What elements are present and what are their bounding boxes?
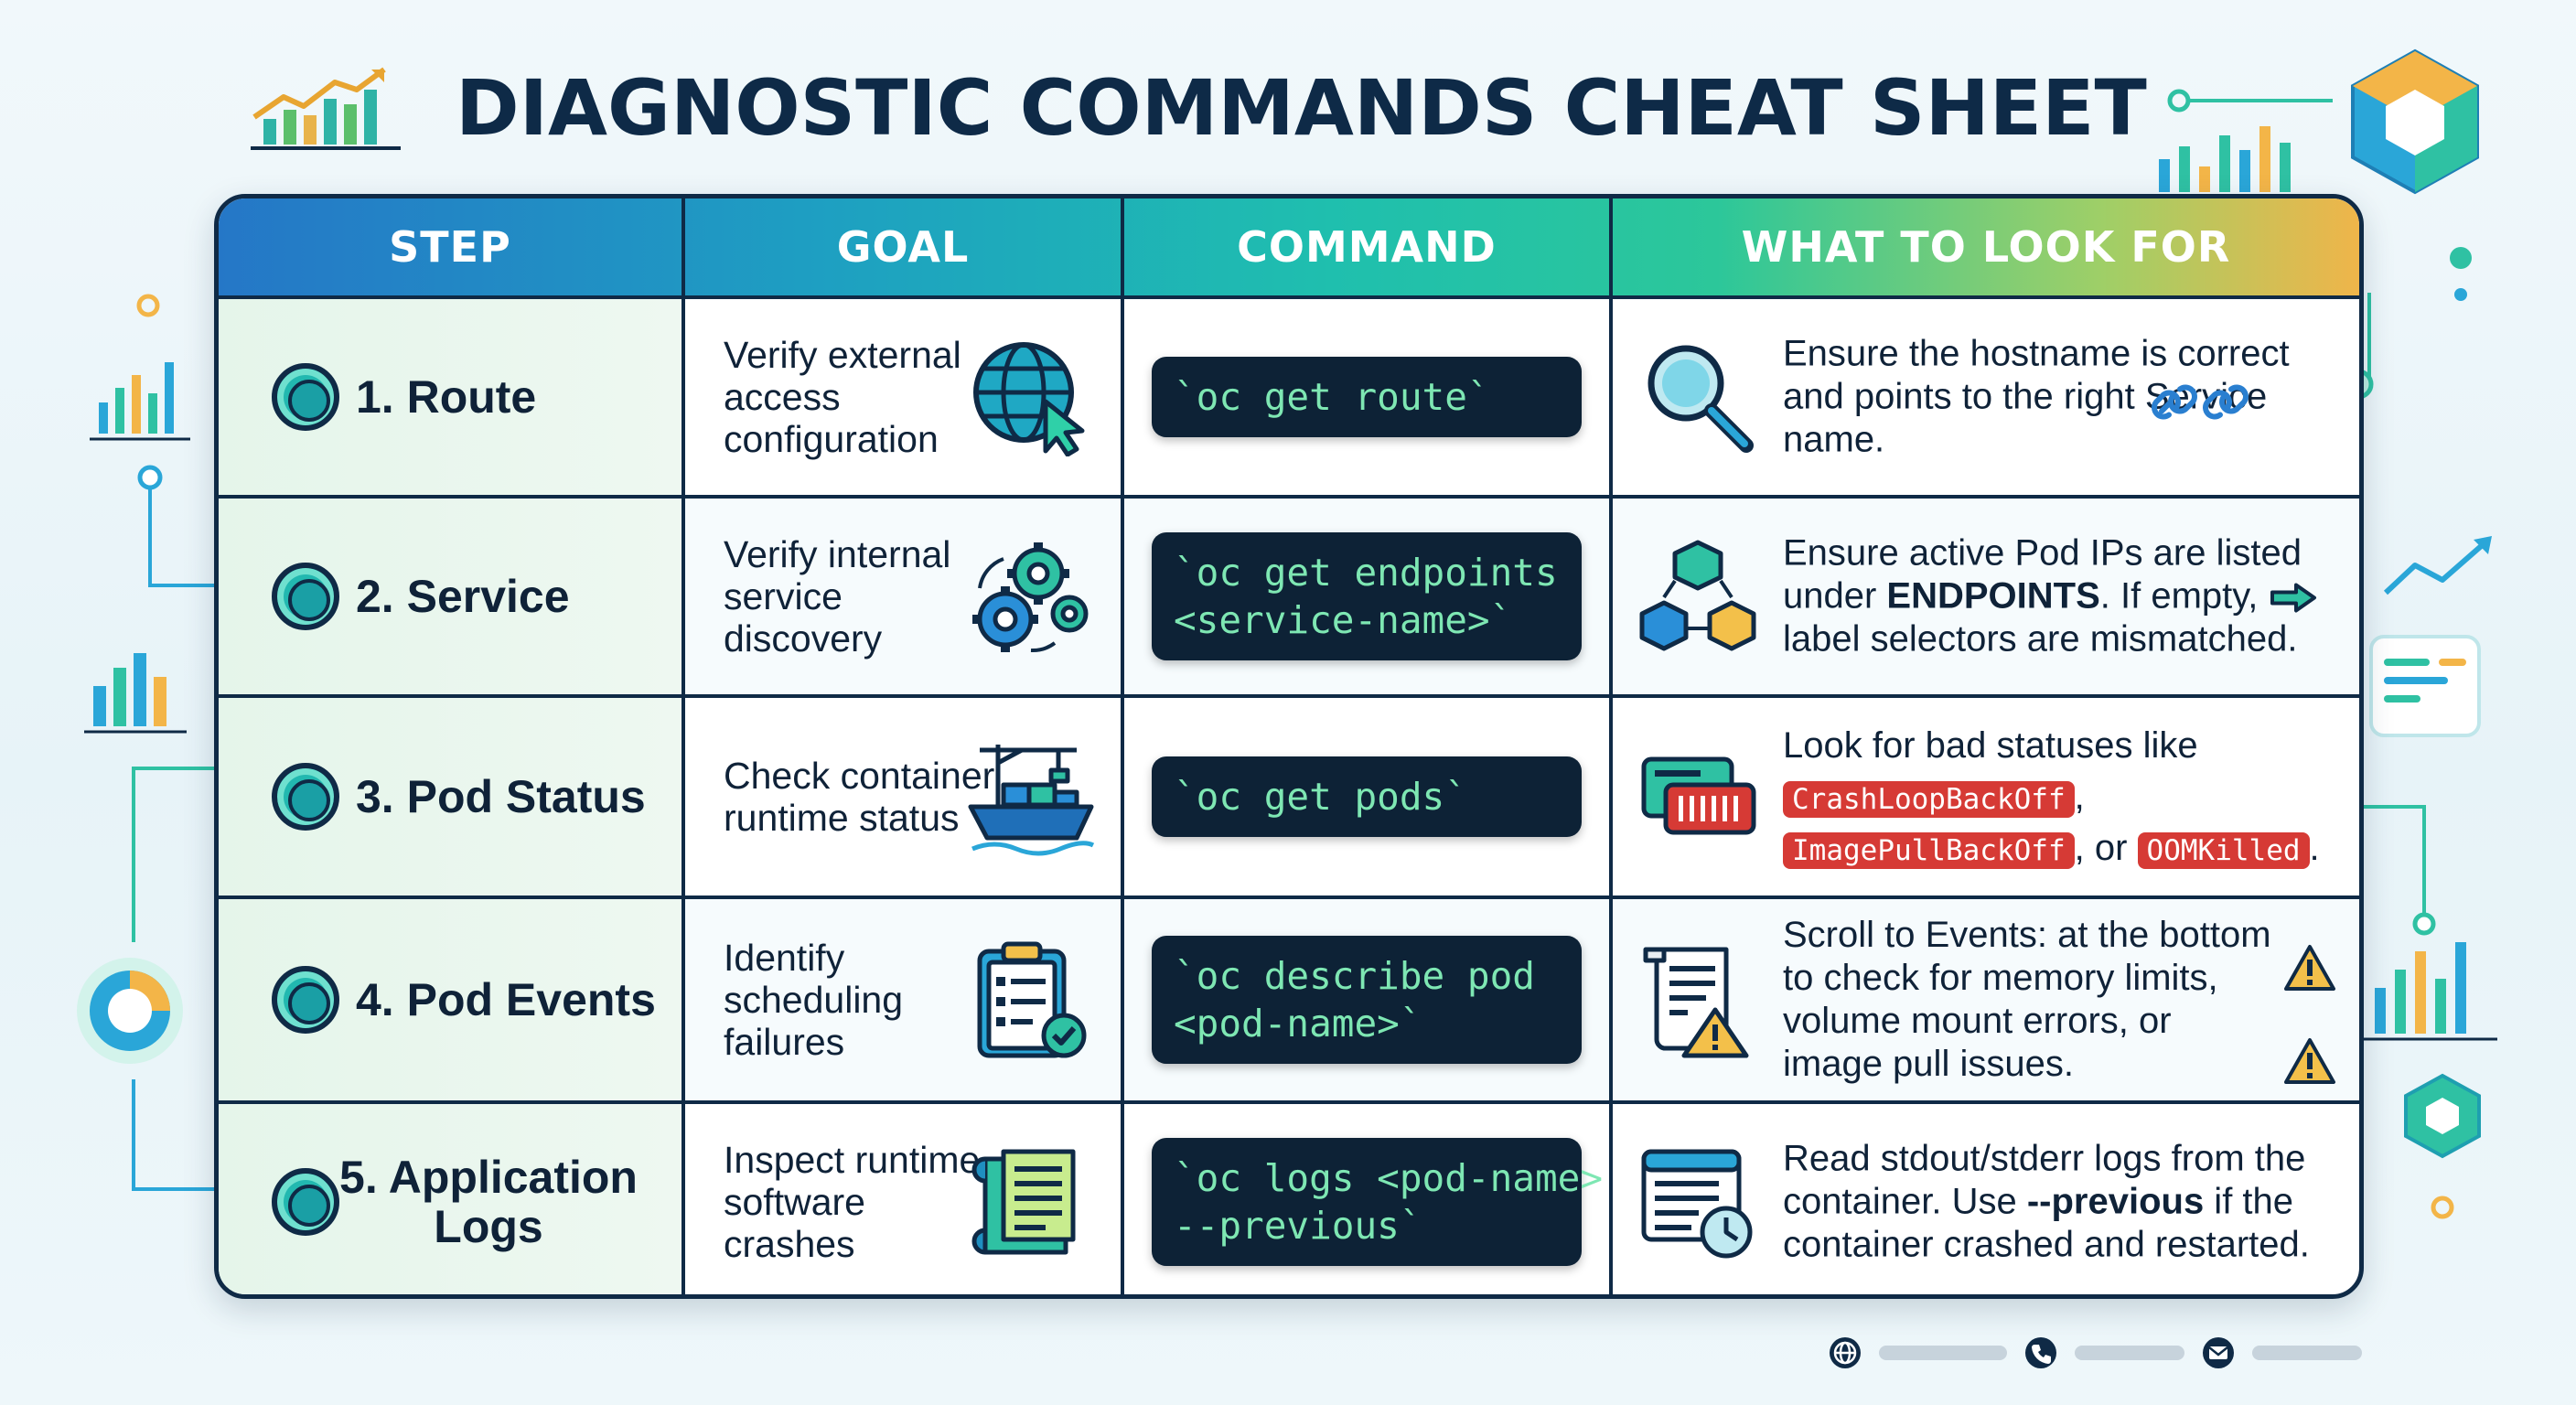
footer-placeholder-line bbox=[2252, 1346, 2362, 1360]
magnifier-icon bbox=[1648, 345, 1754, 453]
step-indicator-icon bbox=[272, 763, 339, 831]
look-for-text: Scroll to Events: at the bottom to check… bbox=[1783, 915, 2271, 1084]
step-indicator-icon bbox=[272, 1168, 339, 1236]
gears-icon bbox=[972, 542, 1089, 653]
phone-icon bbox=[2025, 1337, 2056, 1368]
command-cell: `oc get endpoints <service-name>` bbox=[1124, 499, 1613, 694]
step-cell: 2. Service bbox=[219, 499, 685, 694]
hexagon-cube-icon bbox=[2351, 48, 2479, 195]
warning-icon bbox=[2284, 1038, 2335, 1084]
goal-cell: Inspect runtime software crashes bbox=[685, 1104, 1124, 1294]
warning-icon bbox=[2284, 945, 2335, 991]
table-row: 4. Pod Events Identify scheduling failur… bbox=[219, 899, 2359, 1104]
look-for-cell: Look for bad statuses like CrashLoopBack… bbox=[1613, 698, 2359, 896]
column-header-command: COMMAND bbox=[1124, 198, 1613, 295]
left-decor-column bbox=[77, 294, 214, 1191]
step-label: 1. Route bbox=[356, 371, 537, 423]
look-for-text: Read stdout/stderr logs from the contain… bbox=[1783, 1138, 2310, 1265]
page-header: DIAGNOSTIC COMMANDS CHEAT SHEET bbox=[247, 53, 2147, 163]
command-code[interactable]: `oc get pods` bbox=[1152, 756, 1582, 837]
status-badge-oomkilled: OOMKilled bbox=[2137, 832, 2310, 869]
step-cell: 3. Pod Status bbox=[219, 698, 685, 896]
book-icon bbox=[971, 1149, 1076, 1255]
bar-chart-decor-icon bbox=[2159, 126, 2291, 192]
scroll-warning-icon bbox=[1643, 947, 1749, 1058]
goal-cell: Verify internal service discovery bbox=[685, 499, 1124, 694]
column-header-goal: GOAL bbox=[685, 198, 1124, 295]
small-hexagon-decor-icon bbox=[2404, 1073, 2481, 1219]
goal-cell: Identify scheduling failures bbox=[685, 899, 1124, 1100]
look-for-cell: Ensure the hostname is correct and point… bbox=[1613, 299, 2359, 495]
contact-footer bbox=[1828, 1335, 2362, 1370]
goal-text: Inspect runtime software crashes bbox=[724, 1139, 981, 1265]
step-cell: 1. Route bbox=[219, 299, 685, 495]
page-title: DIAGNOSTIC COMMANDS CHEAT SHEET bbox=[456, 63, 2147, 153]
step-cell: 4. Pod Events bbox=[219, 899, 685, 1100]
step-cell: 5. Application Logs bbox=[219, 1104, 685, 1294]
status-cards-icon bbox=[1641, 756, 1756, 835]
command-cell: `oc get route` bbox=[1124, 299, 1613, 495]
log-window-clock-icon bbox=[1641, 1149, 1753, 1259]
look-for-text: Look for bad statuses like CrashLoopBack… bbox=[1783, 725, 2320, 869]
command-code[interactable]: `oc describe pod <pod-name>` bbox=[1152, 936, 1582, 1064]
container-ship-icon bbox=[968, 745, 1095, 856]
trend-line-decor-icon bbox=[2383, 536, 2492, 595]
step-label: 5. Application Logs bbox=[339, 1152, 638, 1252]
dot-decor bbox=[2450, 247, 2472, 301]
column-header-step: STEP bbox=[219, 198, 685, 295]
goal-text: Check container runtime status bbox=[724, 755, 995, 839]
footer-placeholder-line bbox=[2075, 1346, 2184, 1360]
table-header: STEP GOAL COMMAND WHAT TO LOOK FOR bbox=[219, 198, 2359, 299]
footer-placeholder-line bbox=[1879, 1346, 2007, 1360]
right-bar-chart-decor-icon bbox=[2364, 805, 2497, 1041]
command-code[interactable]: `oc logs <pod-name> --previous` bbox=[1152, 1138, 1603, 1266]
growth-chart-icon bbox=[251, 67, 401, 150]
goal-text: Identify scheduling failures bbox=[724, 937, 904, 1063]
step-label: 4. Pod Events bbox=[356, 974, 656, 1025]
look-for-text: Ensure the hostname is correct and point… bbox=[1783, 333, 2290, 460]
clipboard-check-icon bbox=[977, 941, 1087, 1058]
column-header-what-to-look-for: WHAT TO LOOK FOR bbox=[1741, 222, 2231, 272]
step-indicator-icon bbox=[272, 363, 339, 431]
status-badge-imagepullbackoff: ImagePullBackOff bbox=[1783, 832, 2075, 869]
goal-cell: Verify external access configuration bbox=[685, 299, 1124, 495]
status-badge-crashloopbackoff: CrashLoopBackOff bbox=[1783, 781, 2075, 818]
globe-icon bbox=[1830, 1337, 1861, 1368]
table-row: 3. Pod Status Check container runtime st… bbox=[219, 698, 2359, 899]
goal-cell: Check container runtime status bbox=[685, 698, 1124, 896]
look-for-cell: Ensure active Pod IPs are listed under E… bbox=[1613, 499, 2359, 694]
goal-text: Verify external access configuration bbox=[724, 334, 961, 460]
table-row: 2. Service Verify internal service disco… bbox=[219, 499, 2359, 698]
look-for-text: Ensure active Pod IPs are listed under E… bbox=[1783, 532, 2341, 661]
cubes-network-icon bbox=[1639, 540, 1756, 651]
command-code[interactable]: `oc get endpoints <service-name>` bbox=[1152, 532, 1582, 660]
step-label: 2. Service bbox=[356, 571, 570, 622]
command-cell: `oc logs <pod-name> --previous` bbox=[1124, 1104, 1613, 1294]
globe-cursor-icon bbox=[973, 342, 1085, 456]
table-row: 5. Application Logs Inspect runtime soft… bbox=[219, 1104, 2359, 1294]
command-cell: `oc describe pod <pod-name>` bbox=[1124, 899, 1613, 1100]
step-label: 3. Pod Status bbox=[356, 771, 646, 822]
arrow-right-icon bbox=[2270, 583, 2316, 613]
look-for-cell: Read stdout/stderr logs from the contain… bbox=[1613, 1104, 2359, 1294]
cheat-sheet-table: STEP GOAL COMMAND WHAT TO LOOK FOR 1. Ro… bbox=[214, 194, 2364, 1299]
goal-text: Verify internal service discovery bbox=[724, 533, 951, 660]
link-icon bbox=[2152, 384, 2249, 420]
step-indicator-icon bbox=[272, 563, 339, 630]
table-row: 1. Route Verify external access configur… bbox=[219, 299, 2359, 499]
document-card-decor-icon bbox=[2369, 635, 2481, 737]
look-for-cell: Scroll to Events: at the bottom to check… bbox=[1613, 899, 2359, 1100]
mail-icon bbox=[2203, 1337, 2234, 1368]
command-code[interactable]: `oc get route` bbox=[1152, 357, 1582, 437]
step-indicator-icon bbox=[272, 966, 339, 1034]
command-cell: `oc get pods` bbox=[1124, 698, 1613, 896]
